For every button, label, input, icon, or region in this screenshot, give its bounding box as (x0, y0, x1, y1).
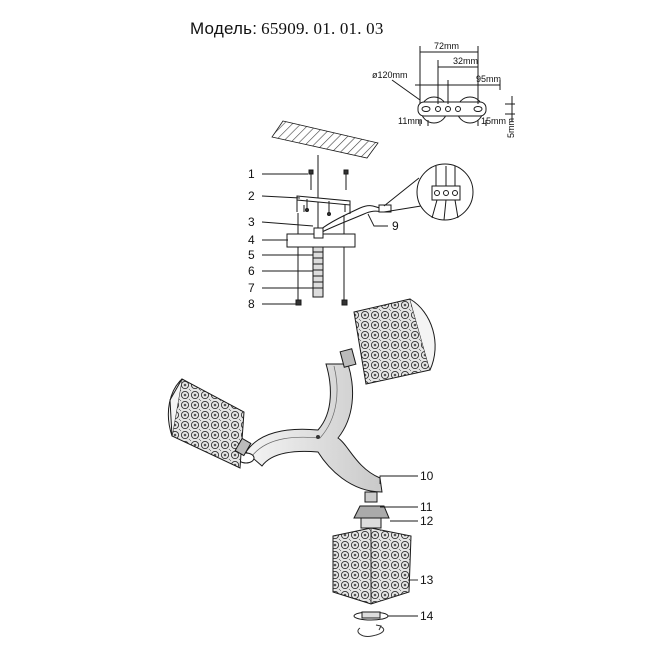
dim-11: 11mm (398, 116, 422, 126)
callout-3: 3 (248, 215, 255, 229)
callout-9: 9 (392, 219, 399, 233)
plate-body (417, 101, 487, 117)
callout-1: 1 (248, 167, 255, 181)
callout-14: 14 (420, 609, 434, 623)
model-label: Модель: (190, 19, 258, 38)
dim-5: 5mm (506, 118, 516, 138)
callout-7: 7 (248, 281, 255, 295)
dim-95: 95mm (476, 74, 501, 84)
right-shade (339, 298, 436, 385)
terminal-zoom (383, 163, 474, 221)
ceiling-hatch (271, 120, 379, 159)
left-shade (167, 378, 252, 469)
model-title: Модель:65909. 01. 01. 03 (190, 19, 384, 39)
callout-13: 13 (420, 573, 434, 587)
dim-diameter: ø120mm (372, 70, 408, 80)
plate-hole-3 (455, 106, 461, 112)
callout-11: 11 (420, 500, 433, 514)
plate-hole-1 (435, 106, 441, 112)
plate-slot-left (421, 106, 431, 112)
callout-10: 10 (420, 469, 434, 483)
callout-12: 12 (420, 514, 434, 528)
plate-slot-right (473, 106, 483, 112)
dim-15: 15mm (481, 116, 506, 126)
chandelier-arm (237, 363, 383, 493)
mount-plate-detail (391, 46, 515, 126)
arm-joint (316, 435, 320, 439)
dim-32: 32mm (453, 56, 478, 66)
callout-4: 4 (248, 233, 255, 247)
mounting-parts (286, 155, 392, 306)
callout-leaders (261, 173, 418, 617)
callout-8: 8 (248, 297, 255, 311)
plate-hole-2 (445, 106, 451, 112)
dim-72: 72mm (434, 41, 459, 51)
callout-5: 5 (248, 248, 255, 262)
lower-shade-assembly (332, 491, 412, 637)
callout-2: 2 (248, 189, 255, 203)
callout-6: 6 (248, 264, 255, 278)
model-code: 65909. 01. 01. 03 (261, 19, 384, 38)
